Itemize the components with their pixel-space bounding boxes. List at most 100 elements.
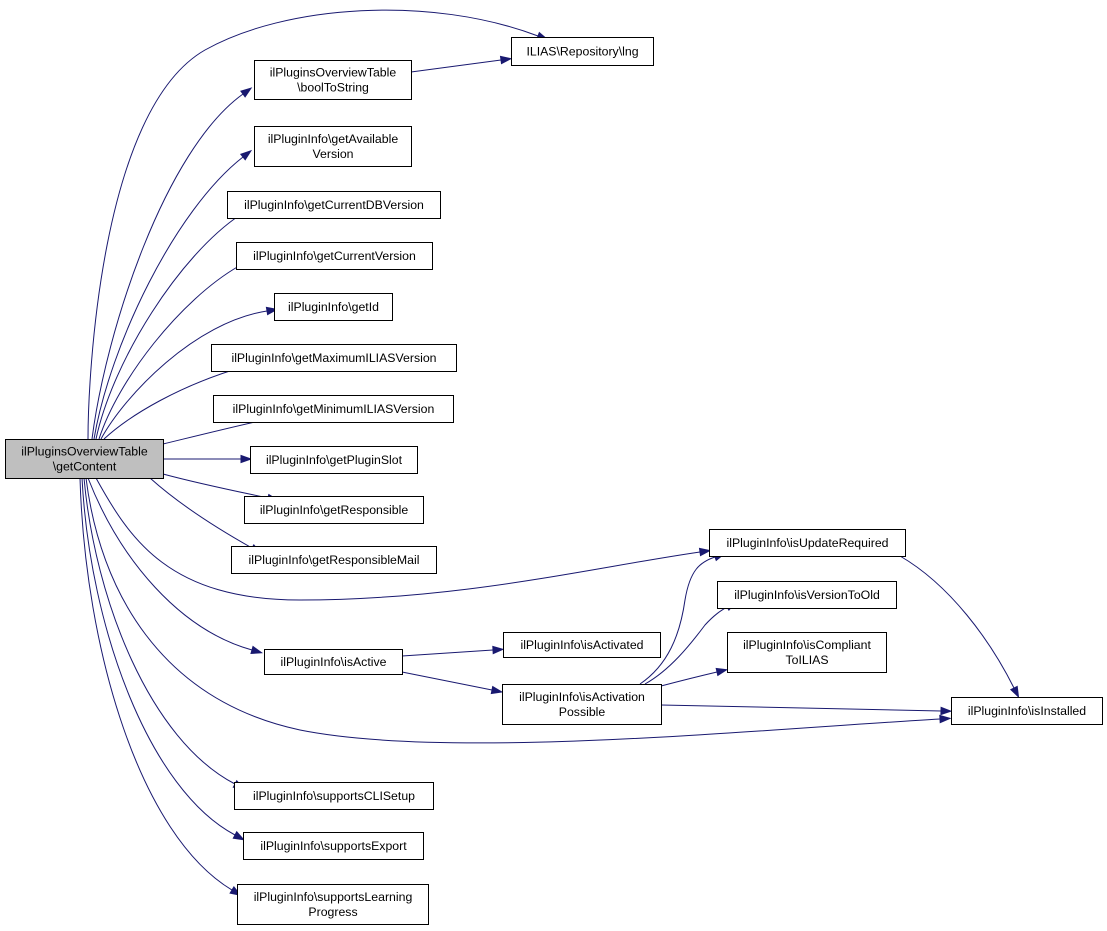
node-isActive[interactable]: ilPluginInfo\isActive (264, 649, 403, 675)
node-box (951, 697, 1103, 725)
node-isUpdateRequired[interactable]: ilPluginInfo\isUpdateRequired (709, 529, 906, 557)
node-label-line: ilPluginInfo\supportsExport (260, 839, 407, 853)
node-box (237, 884, 429, 925)
edge-arrowhead (492, 645, 505, 655)
node-label-line: ilPluginInfo\supportsCLISetup (253, 789, 415, 803)
edge-isUpdateRequired-to-isInstalled (899, 555, 1020, 699)
node-getResponsible[interactable]: ilPluginInfo\getResponsible (244, 496, 424, 524)
edge-root-to-isUpdateRequired (95, 477, 712, 601)
edge-line (410, 59, 502, 73)
edge-arrowhead (499, 55, 513, 65)
node-box (236, 242, 433, 270)
node-box (511, 37, 654, 66)
node-label-line: \boolToString (297, 81, 369, 95)
edge-arrowhead (490, 685, 504, 695)
edge-root-to-isActive (87, 477, 264, 655)
node-supportsCLISetup[interactable]: ilPluginInfo\supportsCLISetup (234, 782, 434, 810)
edge-root-to-getPluginSlot (163, 454, 253, 464)
edge-line (899, 555, 1015, 689)
node-label-line: ilPluginInfo\getCurrentVersion (253, 249, 416, 263)
node-label-line: ilPluginInfo\getMinimumILIASVersion (233, 402, 435, 416)
node-getCurrentVersion[interactable]: ilPluginInfo\getCurrentVersion (236, 242, 433, 270)
edge-line (83, 477, 236, 785)
edge-arrowhead (1009, 685, 1020, 699)
edge-root-to-supportsExport (81, 477, 246, 841)
node-isVersionToOld[interactable]: ilPluginInfo\isVersionToOld (717, 581, 897, 609)
edge-line (149, 477, 253, 549)
node-label-line: ilPluginInfo\getResponsibleMail (249, 553, 420, 567)
edge-line (401, 649, 494, 657)
node-root[interactable]: ilPluginsOverviewTable\getContent (5, 439, 164, 479)
node-box (503, 632, 661, 658)
edge-isActive-to-isActivationPossible (401, 671, 504, 695)
edge-line (93, 156, 244, 440)
edge-line (87, 477, 253, 651)
node-box (234, 782, 434, 810)
node-label-line: Progress (308, 905, 357, 919)
node-lng[interactable]: ILIAS\Repository\lng (511, 37, 654, 66)
node-label-line: ilPluginInfo\isCompliant (743, 638, 871, 652)
node-isActivated[interactable]: ilPluginInfo\isActivated (503, 632, 661, 658)
node-label-line: ilPluginInfo\supportsLearning (254, 890, 413, 904)
node-box (254, 126, 412, 167)
node-label-line: ilPluginInfo\isActivated (520, 638, 643, 652)
edge-root-to-getAvailableVersion (93, 149, 253, 440)
edge-line (87, 9, 539, 440)
edge-line (81, 477, 236, 836)
node-label-line: ILIAS\Repository\lng (526, 45, 638, 59)
node-label-line: ilPluginInfo\isVersionToOld (734, 588, 880, 602)
edge-line (401, 671, 493, 691)
edge-arrowhead (240, 87, 253, 98)
edge-arrowhead (940, 706, 953, 716)
edge-isActivationPossible-to-isInstalled (660, 704, 953, 716)
node-box (244, 496, 424, 524)
edge-line (95, 214, 241, 440)
edge-line (660, 704, 942, 712)
node-box (211, 344, 457, 372)
node-box (502, 684, 662, 725)
node-getMinimumILIASVersion[interactable]: ilPluginInfo\getMinimumILIASVersion (213, 395, 454, 423)
node-getId[interactable]: ilPluginInfo\getId (274, 293, 393, 321)
edge-line (103, 365, 247, 440)
node-getMaximumILIASVersion[interactable]: ilPluginInfo\getMaximumILIASVersion (211, 344, 457, 372)
node-box (709, 529, 906, 557)
edge-root-to-supportsLearningProgress (79, 477, 242, 896)
node-box (264, 649, 403, 675)
node-getCurrentDBVersion[interactable]: ilPluginInfo\getCurrentDBVersion (227, 191, 441, 219)
node-label-line: ilPluginInfo\isActive (281, 655, 387, 669)
node-label-line: \getContent (53, 460, 117, 474)
node-isInstalled[interactable]: ilPluginInfo\isInstalled (951, 697, 1103, 725)
node-label-line: Possible (559, 705, 606, 719)
edge-arrowhead (232, 830, 246, 841)
edge-line (639, 556, 716, 685)
edge-root-to-isInstalled (85, 477, 952, 744)
node-label-line: ilPluginInfo\getId (288, 300, 379, 314)
edge-arrowhead (698, 547, 712, 557)
edges-layer (79, 9, 1020, 896)
edge-line (79, 477, 233, 891)
edge-line (85, 477, 941, 744)
node-getResponsibleMail[interactable]: ilPluginInfo\getResponsibleMail (231, 546, 437, 574)
node-label-line: ilPluginInfo\getCurrentDBVersion (244, 198, 424, 212)
node-supportsExport[interactable]: ilPluginInfo\supportsExport (243, 832, 424, 860)
edge-arrowhead (939, 714, 952, 724)
node-box (231, 546, 437, 574)
edge-isActive-to-isActivated (401, 645, 505, 657)
node-label-line: Version (312, 147, 353, 161)
node-label-line: ilPluginInfo\isInstalled (968, 704, 1086, 718)
node-label-line: ilPluginsOverviewTable (270, 66, 397, 80)
edge-isActivationPossible-to-isCompliantToILIAS (660, 667, 729, 687)
edge-arrowhead (240, 454, 253, 464)
node-label-line: ilPluginInfo\getResponsible (260, 503, 409, 517)
node-getPluginSlot[interactable]: ilPluginInfo\getPluginSlot (250, 446, 418, 474)
node-boolToString[interactable]: ilPluginsOverviewTable\boolToString (254, 60, 412, 100)
node-label-line: ilPluginInfo\isActivation (519, 690, 645, 704)
edge-line (98, 265, 240, 440)
nodes-layer: ilPluginsOverviewTable\getContentILIAS\R… (5, 37, 1103, 925)
node-box (227, 191, 441, 219)
edge-arrowhead (250, 645, 264, 655)
